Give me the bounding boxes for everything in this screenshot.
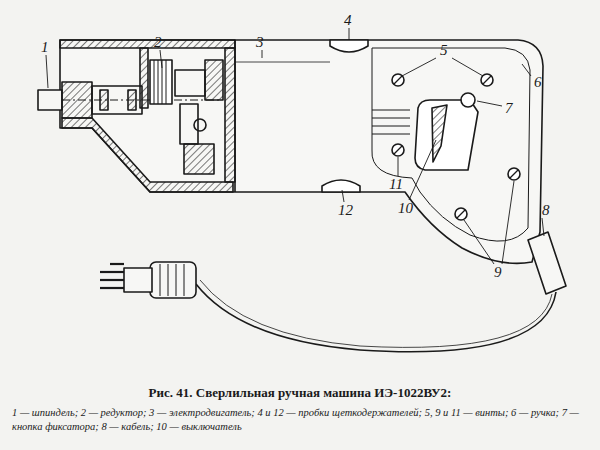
- callout-number: 7: [505, 101, 513, 116]
- figure-caption: Рис. 41. Сверлильная ручная машина ИЭ-10…: [20, 385, 580, 401]
- callout-number: 3: [256, 35, 264, 50]
- callout-number: 4: [344, 13, 352, 28]
- callout-number: 2: [154, 35, 162, 50]
- callout-number: 11: [389, 177, 403, 192]
- callout-number: 12: [338, 203, 353, 218]
- callout-number: 10: [398, 201, 413, 216]
- callout-number: 5: [440, 43, 448, 58]
- callout-number: 6: [534, 75, 542, 90]
- callout-number: 9: [494, 265, 502, 280]
- callout-number: 1: [41, 40, 49, 55]
- parts-key: 1 — шпиндель; 2 — редуктор; 3 — электрод…: [12, 406, 588, 434]
- callout-number: 8: [542, 203, 550, 218]
